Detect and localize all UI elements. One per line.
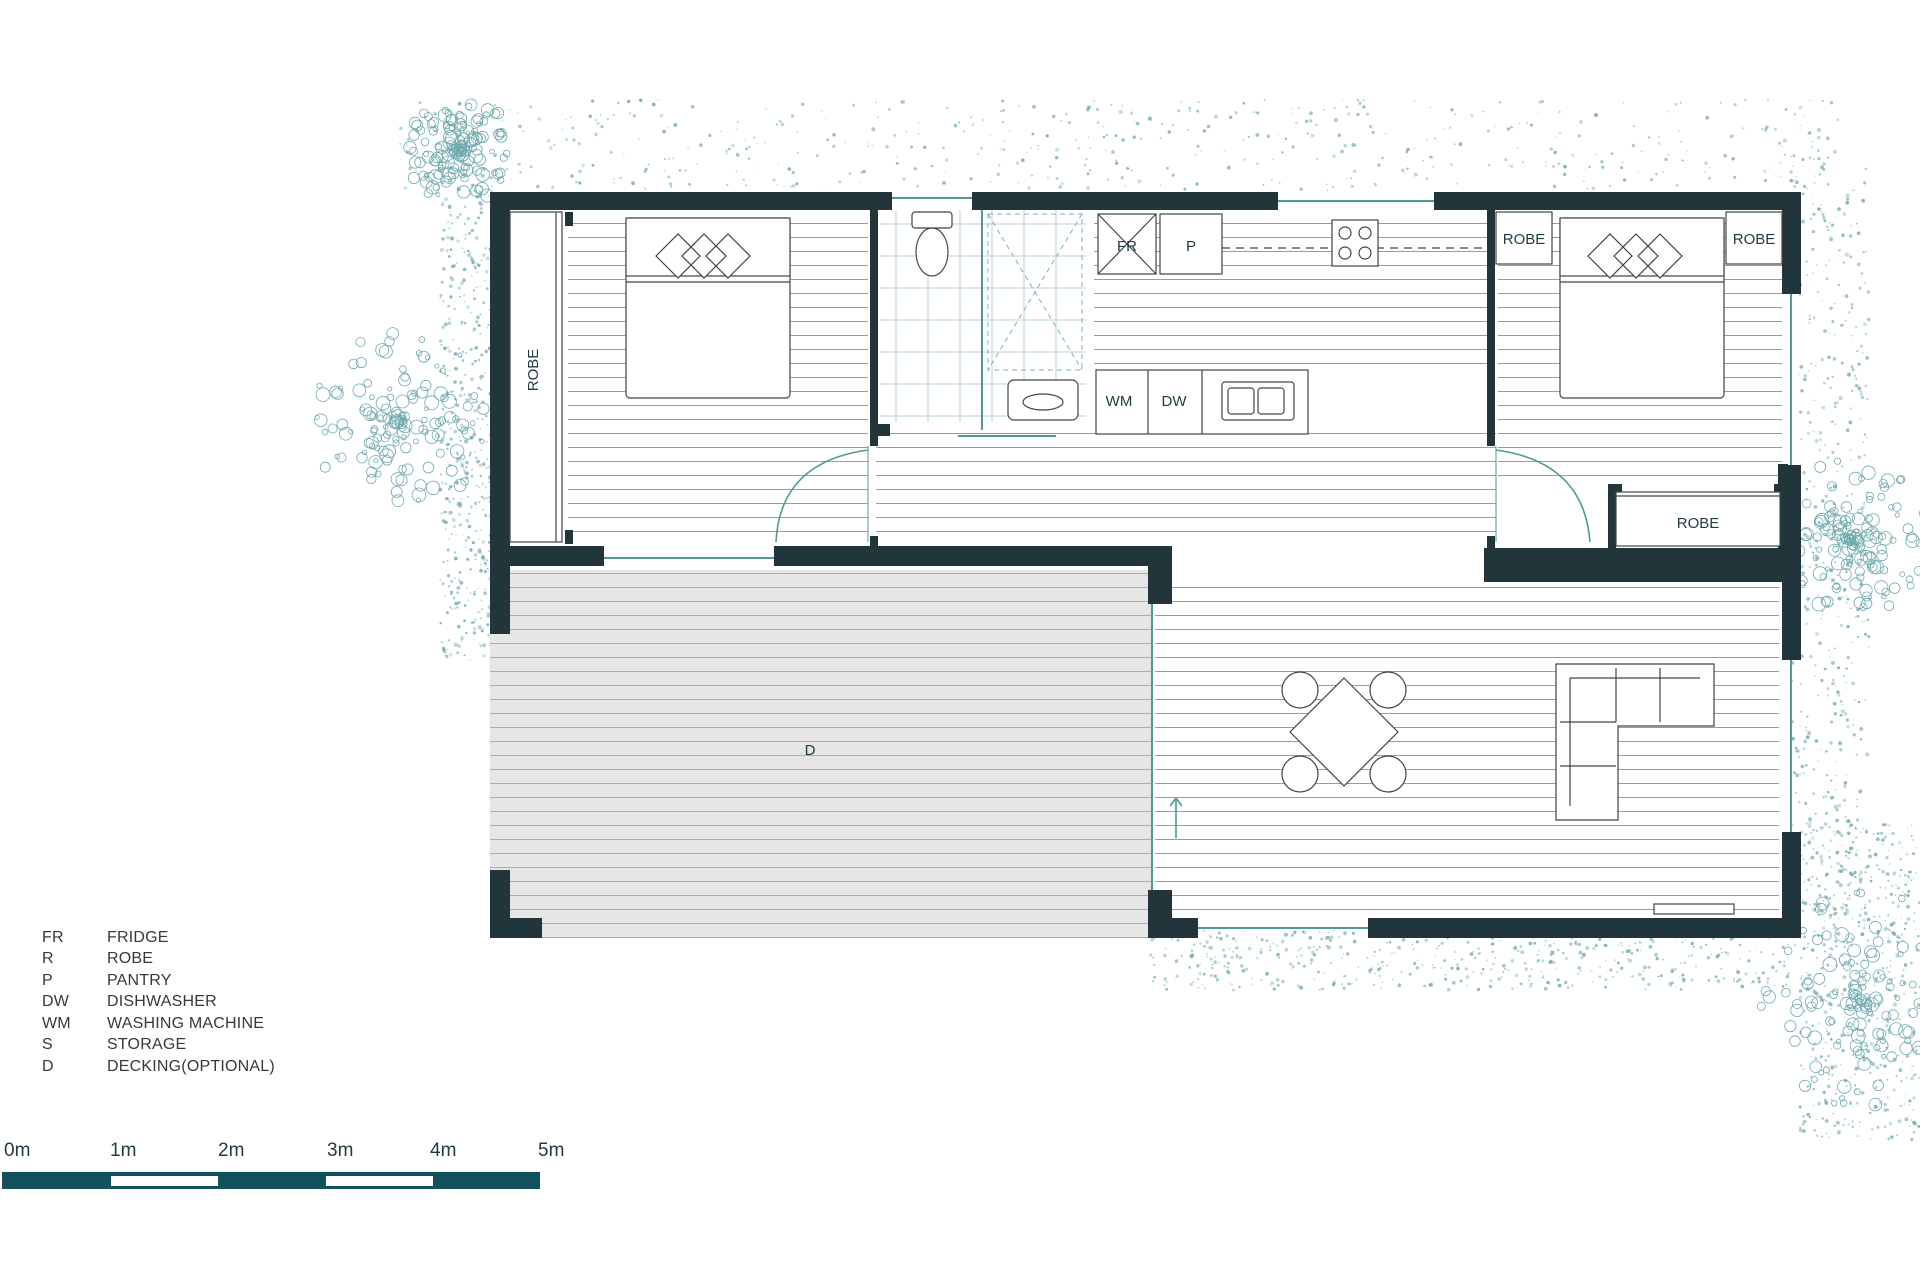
scale-tick: 0m — [4, 1140, 31, 1161]
washing-machine-label: WM — [1106, 393, 1133, 410]
scale-tick: 5m — [538, 1140, 565, 1161]
legend-code: R — [42, 950, 54, 968]
legend-label: PANTRY — [107, 971, 172, 989]
legend-label: DISHWASHER — [107, 993, 217, 1011]
robe-label-bottom-right: ROBE — [1677, 515, 1720, 532]
legend-row: DW DISHWASHER — [42, 992, 342, 1014]
robe-label-top-left: ROBE — [1503, 231, 1546, 248]
pantry-label: P — [1186, 238, 1196, 255]
dishwasher-label: DW — [1162, 393, 1188, 410]
tree-foliage-icon — [314, 98, 1920, 1141]
robe-label-top-right: ROBE — [1733, 231, 1776, 248]
legend-code: FR — [42, 928, 64, 946]
walls — [490, 192, 1801, 938]
scale-bar: 0m 1m 2m 3m 4m 5m — [0, 1140, 564, 1196]
legend-code: P — [42, 971, 53, 989]
fridge-label: FR — [1117, 238, 1137, 255]
decking-label: D — [805, 742, 816, 759]
legend-label: ROBE — [107, 950, 154, 968]
legend-label: DECKING(OPTIONAL) — [107, 1057, 275, 1075]
scale-tick: 4m — [430, 1140, 457, 1161]
dining-table-icon — [1281, 671, 1407, 793]
scale-tick: 2m — [218, 1140, 245, 1161]
legend-row: D DECKING(OPTIONAL) — [42, 1056, 342, 1078]
bed-icon — [1559, 217, 1725, 399]
toilet-icon — [911, 211, 953, 277]
legend-label: FRIDGE — [107, 928, 169, 946]
sofa-icon — [1555, 663, 1735, 915]
sink-icon — [1221, 381, 1295, 421]
bathtub-icon — [1007, 379, 1079, 421]
bed-icon — [625, 217, 791, 399]
kitchen-cabinets — [1095, 213, 1484, 435]
legend-row: WM WASHING MACHINE — [42, 1013, 342, 1035]
scale-bar-graphic — [2, 1172, 540, 1189]
legend-code: WM — [42, 1014, 71, 1032]
legend-row: R ROBE — [42, 949, 342, 971]
scale-tick: 1m — [110, 1140, 137, 1161]
decking-area — [490, 570, 1152, 938]
legend-row: P PANTRY — [42, 970, 342, 992]
legend-code: D — [42, 1057, 54, 1075]
legend-label: STORAGE — [107, 1036, 187, 1054]
legend: FR FRIDGE R ROBE P PANTRY DW DISHWASHER WM WASHIN… — [42, 927, 342, 1078]
scale-tick: 3m — [327, 1140, 354, 1161]
doors — [775, 446, 1591, 838]
legend-row: S STORAGE — [42, 1035, 342, 1057]
legend-row: FR FRIDGE — [42, 927, 342, 949]
legend-label: WASHING MACHINE — [107, 1014, 265, 1032]
shower-icon — [987, 213, 1083, 371]
cooktop-icon — [1331, 219, 1379, 267]
legend-code: DW — [42, 993, 70, 1011]
robes — [509, 211, 1783, 547]
windows — [604, 197, 1792, 929]
robe-label-left: ROBE — [525, 349, 542, 392]
legend-code: S — [42, 1036, 53, 1054]
